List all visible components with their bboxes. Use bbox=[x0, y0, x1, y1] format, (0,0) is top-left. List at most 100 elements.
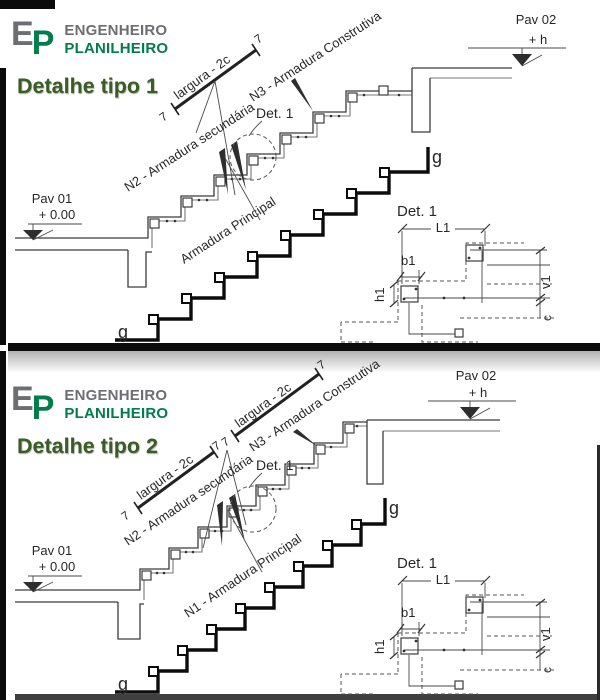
armadura-principal-leader bbox=[224, 157, 261, 221]
step-stirrups bbox=[141, 423, 355, 581]
detail-stirrup-below bbox=[454, 328, 464, 338]
dim-b1-label: b1 bbox=[401, 253, 415, 268]
detail-stirrup-below bbox=[454, 680, 464, 690]
n3-label: N3 - Armadura Construtiva bbox=[246, 8, 384, 105]
largura-dim-line-2 bbox=[234, 372, 320, 438]
detail-rebar-dots bbox=[402, 598, 482, 653]
frame-bar-right bbox=[597, 445, 600, 700]
g-label-bottom: g bbox=[118, 322, 128, 342]
detail-rebar-lines bbox=[404, 601, 550, 687]
panel2-title: Detalhe tipo 2 bbox=[17, 434, 158, 458]
brand-name-line2: PLANILHEIRO bbox=[64, 40, 169, 57]
frame-bar-top-left bbox=[0, 0, 55, 9]
upper-landing-beam bbox=[411, 68, 431, 133]
largura-dim-caps bbox=[230, 367, 324, 443]
pav02-level-marker: Pav 02 + h bbox=[468, 12, 566, 67]
largura-dim-caps bbox=[133, 445, 219, 515]
detail-stirrup-upper bbox=[465, 596, 484, 614]
det-ref-circle bbox=[229, 485, 277, 533]
n2-leader-arrow bbox=[219, 148, 228, 194]
detail-title: Det. 1 bbox=[397, 203, 437, 220]
n2-leader-arrow bbox=[217, 501, 223, 546]
panel-divider bbox=[8, 343, 600, 351]
pav01-name: Pav 01 bbox=[32, 191, 72, 206]
det-ref-leader bbox=[248, 120, 263, 137]
brand-names: ENGENHEIRO PLANILHEIRO bbox=[64, 387, 168, 423]
lower-landing-beam bbox=[117, 602, 144, 640]
dim-c-label: c bbox=[540, 315, 554, 321]
detail-stirrup-upper bbox=[465, 244, 484, 262]
brand-letter-p: P bbox=[31, 24, 55, 62]
frame-bar-left-upper bbox=[0, 68, 6, 345]
brand-letter-e: E bbox=[11, 380, 34, 418]
detail-rebar-lines bbox=[404, 249, 550, 335]
dim-c-label: c bbox=[540, 667, 554, 673]
brand-name-line1: ENGENHEIRO bbox=[64, 22, 168, 39]
pav01-level-marker: Pav 01 + 0.00 bbox=[23, 543, 82, 593]
brand-name-line2: PLANILHEIRO bbox=[64, 405, 169, 422]
main-rebar-stirrup-marks bbox=[148, 167, 390, 325]
largura-end-7: 7 bbox=[157, 109, 171, 124]
dim-b1-label: b1 bbox=[401, 605, 415, 620]
brand-name-line1: ENGENHEIRO bbox=[64, 387, 168, 404]
frame-bar-bottom bbox=[15, 694, 600, 700]
pav02-level-marker: Pav 02 + h bbox=[428, 368, 516, 420]
pav01-elevation: + 0.00 bbox=[39, 207, 76, 222]
brand-names: ENGENHEIRO PLANILHEIRO bbox=[64, 22, 168, 58]
brand-letter-e: E bbox=[11, 15, 34, 53]
upper-landing-beam bbox=[366, 420, 384, 485]
pav02-name: Pav 02 bbox=[456, 368, 496, 383]
main-rebar-shape bbox=[115, 147, 430, 342]
largura-end-7: 7 bbox=[119, 508, 133, 523]
main-rebar-stirrup-marks bbox=[148, 519, 362, 677]
det-ref-leader bbox=[248, 472, 263, 489]
largura-dim-caps bbox=[170, 43, 261, 116]
det-ref-circle bbox=[229, 133, 277, 181]
dim-L1-label: L1 bbox=[436, 572, 450, 587]
n3-leader-arrow bbox=[291, 78, 313, 111]
brand-letter-p: P bbox=[31, 389, 55, 427]
rebar-dots bbox=[155, 424, 359, 575]
lower-landing-beam bbox=[127, 250, 152, 288]
detail-1-drawing: Det. 1 L1 b1 h1 bbox=[340, 203, 554, 343]
n2-leader-arrow bbox=[229, 494, 245, 542]
pav01-level-marker: Pav 01 + 0.00 bbox=[23, 191, 82, 241]
main-rebar-shape bbox=[115, 498, 387, 694]
dim-v1-label: v1 bbox=[538, 627, 553, 641]
pav02-elevation: + h bbox=[529, 32, 547, 47]
panel1-title: Detalhe tipo 1 bbox=[17, 74, 158, 98]
largura-dim-line-1 bbox=[137, 450, 215, 510]
g-label-bottom: g bbox=[118, 674, 128, 694]
n2-leader-arrow bbox=[231, 141, 246, 190]
g-label-top: g bbox=[389, 498, 399, 518]
pav01-name: Pav 01 bbox=[32, 543, 72, 558]
stair-outline-outer bbox=[15, 90, 412, 239]
largura-leaders bbox=[195, 80, 236, 196]
det-ref-label: Det. 1 bbox=[256, 105, 294, 121]
largura-leaders bbox=[202, 449, 247, 549]
dim-label-mask bbox=[431, 573, 455, 586]
dim-h1-label: h1 bbox=[372, 288, 387, 302]
largura-end-7: 7 bbox=[252, 31, 266, 46]
n3-leader-arrow bbox=[293, 429, 317, 446]
detail-title: Det. 1 bbox=[397, 555, 437, 572]
divider-shadow bbox=[8, 351, 600, 373]
det-ref-label: Det. 1 bbox=[256, 457, 294, 473]
pav02-elevation: + h bbox=[469, 385, 487, 400]
dim-L1-label: L1 bbox=[436, 220, 450, 235]
pav01-elevation: + 0.00 bbox=[39, 559, 76, 574]
largura-label: largura - 2c bbox=[171, 51, 233, 102]
detail-rebar-dots bbox=[402, 246, 482, 301]
pav02-name: Pav 02 bbox=[516, 12, 556, 27]
dim-h1-label: h1 bbox=[372, 640, 387, 654]
detail-1-drawing: Det. 1 L1 b1 h1 bbox=[340, 555, 554, 695]
largura-dim-line bbox=[174, 48, 257, 111]
panel1-drawing: g g largura - 2c 7 7 N3 - Armadura Const… bbox=[15, 8, 566, 343]
g-label-top: g bbox=[432, 147, 442, 167]
dim-label-mask bbox=[431, 221, 455, 234]
armadura-principal-leader bbox=[227, 509, 263, 573]
